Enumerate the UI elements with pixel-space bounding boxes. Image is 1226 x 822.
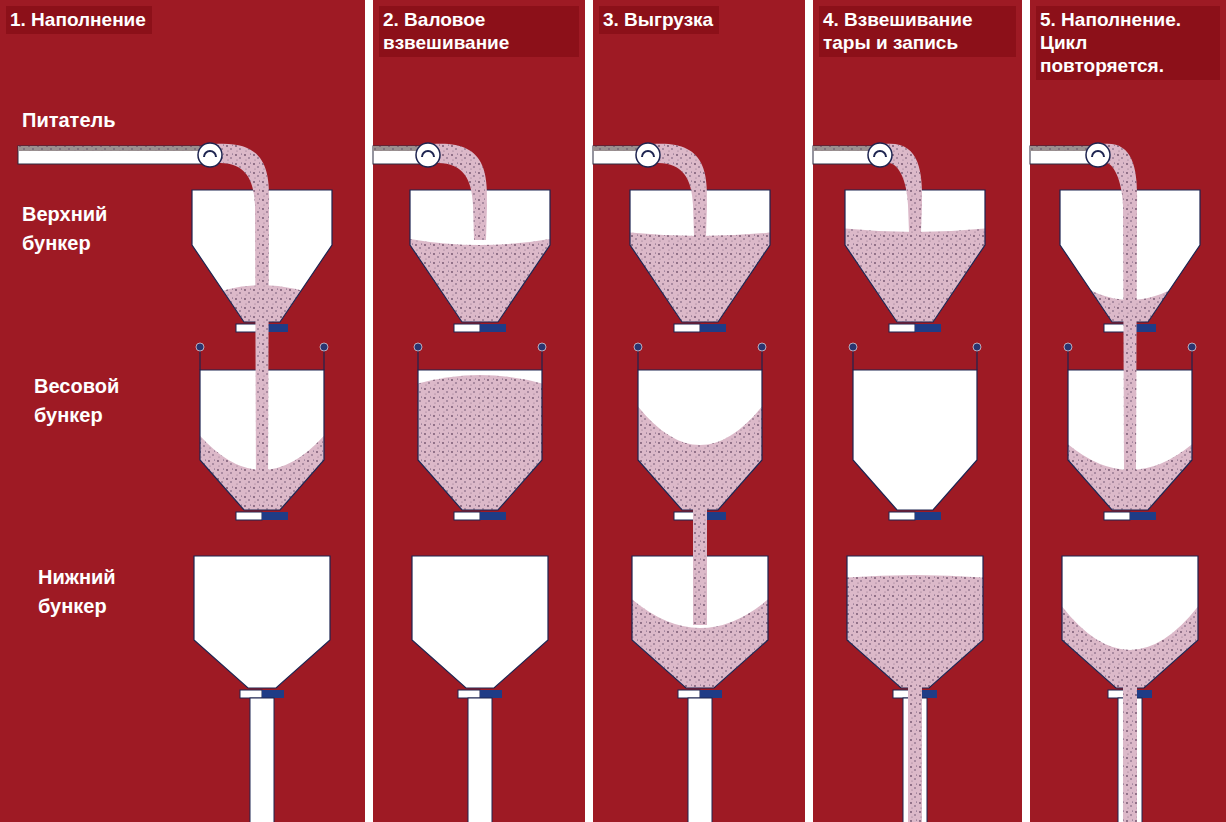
- stage-heading: 5. Наполнение. Цикл повторяется.: [1036, 6, 1220, 80]
- stage-panel: 3. Выгрузка: [593, 0, 805, 822]
- row-label: Верхний бункер: [22, 200, 142, 258]
- panel-illustration: [813, 0, 1022, 822]
- panel-illustration: [0, 0, 365, 822]
- row-label: Весовой бункер: [34, 372, 154, 430]
- stage-panel: 4. Взвешивание тары и запись: [813, 0, 1022, 822]
- panel-illustration: [373, 0, 585, 822]
- stage-heading: 2. Валовое взвешивание: [379, 6, 579, 57]
- panel-illustration: [1030, 0, 1226, 822]
- row-label: Питатель: [22, 106, 172, 135]
- stage-panel: 5. Наполнение. Цикл повторяется.: [1030, 0, 1226, 822]
- stage-heading: 3. Выгрузка: [599, 6, 719, 34]
- row-label: Нижний бункер: [38, 563, 158, 621]
- panel-illustration: [593, 0, 805, 822]
- stage-heading: 1. Наполнение: [6, 6, 152, 34]
- stage-panel: 2. Валовое взвешивание: [373, 0, 585, 822]
- stage-heading: 4. Взвешивание тары и запись: [819, 6, 1016, 57]
